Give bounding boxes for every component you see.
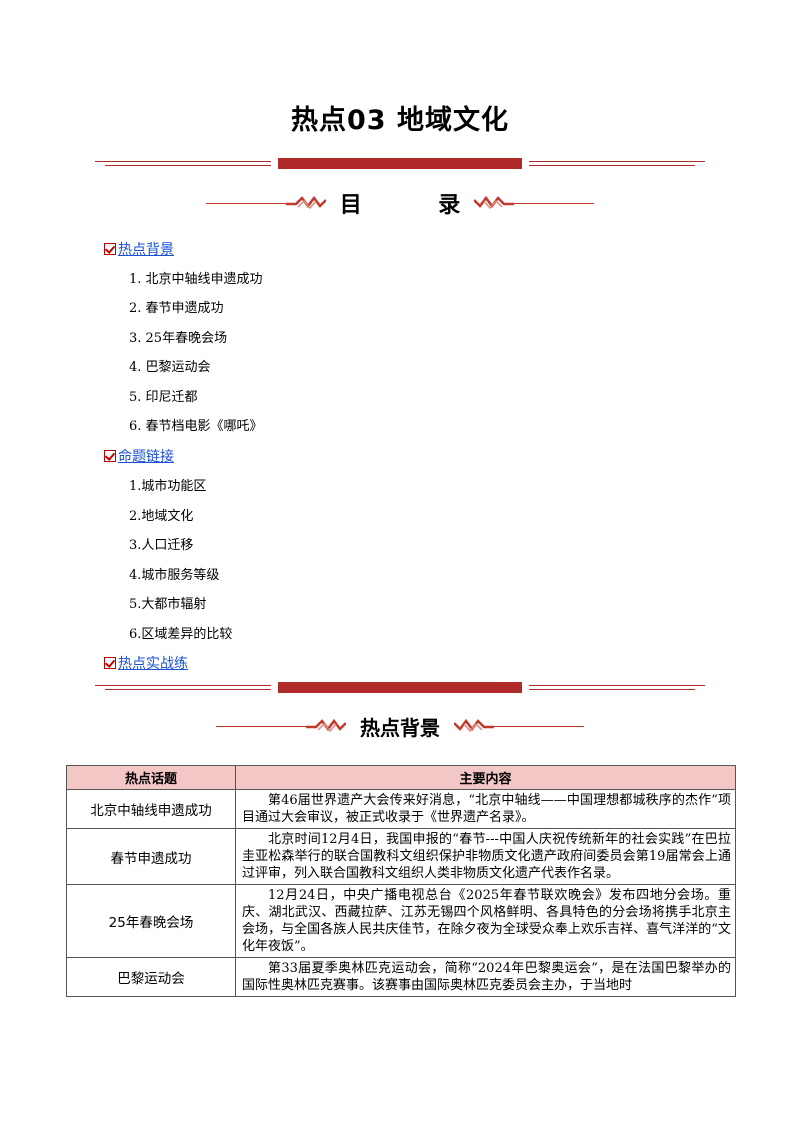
toc-item[interactable]: 4.城市服务等级 <box>129 568 220 583</box>
section-heading: 热点背景 <box>0 711 800 741</box>
table-header-content: 主要内容 <box>235 765 736 790</box>
toc-item[interactable]: 5.大都市辐射 <box>129 597 207 612</box>
ornament-left-icon <box>306 718 346 733</box>
checkbox-icon <box>104 450 116 462</box>
ornament-right-icon <box>474 195 515 210</box>
toc-section-background[interactable]: 热点背景 <box>104 239 174 259</box>
hotspot-table: 热点话题 主要内容 北京中轴线申遗成功 第46届世界遗产大会传来好消息，“北京中… <box>66 765 736 997</box>
toc-item[interactable]: 2.地域文化 <box>129 509 194 524</box>
toc-section-practice[interactable]: 热点实战练 <box>104 653 188 673</box>
table-row: 25年春晚会场 12月24日，中央广播电视总台《2025年春节联欢晚会》发布四地… <box>66 884 736 958</box>
row-topic: 巴黎运动会 <box>66 957 236 997</box>
toc-item[interactable]: 1. 北京中轴线申遗成功 <box>129 272 263 287</box>
row-topic: 北京中轴线申遗成功 <box>66 789 236 829</box>
checkbox-icon <box>104 243 116 255</box>
table-header-row: 热点话题 主要内容 <box>66 765 736 790</box>
checkbox-icon <box>104 657 116 669</box>
toc-item[interactable]: 3. 25年春晚会场 <box>129 331 228 346</box>
toc-item[interactable]: 1.城市功能区 <box>129 479 207 494</box>
toc-item[interactable]: 4. 巴黎运动会 <box>129 360 211 375</box>
row-topic: 春节申遗成功 <box>66 828 236 885</box>
ornament-right-icon <box>454 718 494 733</box>
section-divider <box>95 681 705 695</box>
toc-item[interactable]: 5. 印尼迁都 <box>129 390 198 405</box>
toc-heading-text: 目 录 <box>339 193 461 218</box>
toc-item[interactable]: 6. 春节档电影《哪吒》 <box>129 419 263 434</box>
row-topic: 25年春晚会场 <box>66 884 236 958</box>
row-content: 第46届世界遗产大会传来好消息，“北京中轴线——中国理想都城秩序的杰作”项目通过… <box>235 789 736 829</box>
toc-link-links[interactable]: 命题链接 <box>118 449 174 465</box>
toc-item[interactable]: 2. 春节申遗成功 <box>129 301 224 316</box>
ornament-left-icon <box>285 195 326 210</box>
row-content: 北京时间12月4日，我国申报的“春节---中国人庆祝传统新年的社会实践”在巴拉圭… <box>235 828 736 885</box>
table-row: 春节申遗成功 北京时间12月4日，我国申报的“春节---中国人庆祝传统新年的社会… <box>66 828 736 885</box>
title-divider <box>95 157 705 171</box>
toc-link-practice[interactable]: 热点实战练 <box>118 656 188 672</box>
toc-item[interactable]: 6.区域差异的比较 <box>129 627 233 642</box>
toc-section-links[interactable]: 命题链接 <box>104 446 174 466</box>
toc-link-background[interactable]: 热点背景 <box>118 242 174 258</box>
table-row: 巴黎运动会 第33届夏季奥林匹克运动会，简称“2024年巴黎奥运会”，是在法国巴… <box>66 957 736 997</box>
table-row: 北京中轴线申遗成功 第46届世界遗产大会传来好消息，“北京中轴线——中国理想都城… <box>66 789 736 829</box>
page-title: 热点03 地域文化 <box>291 105 509 136</box>
row-content: 12月24日，中央广播电视总台《2025年春节联欢晚会》发布四地分会场。重庆、湖… <box>235 884 736 958</box>
table-header-topic: 热点话题 <box>66 765 236 790</box>
toc-item[interactable]: 3.人口迁移 <box>129 538 194 553</box>
section-heading-text: 热点背景 <box>360 715 440 740</box>
row-content: 第33届夏季奥林匹克运动会，简称“2024年巴黎奥运会”，是在法国巴黎举办的国际… <box>235 957 736 997</box>
toc-heading: 目 录 <box>0 188 800 218</box>
